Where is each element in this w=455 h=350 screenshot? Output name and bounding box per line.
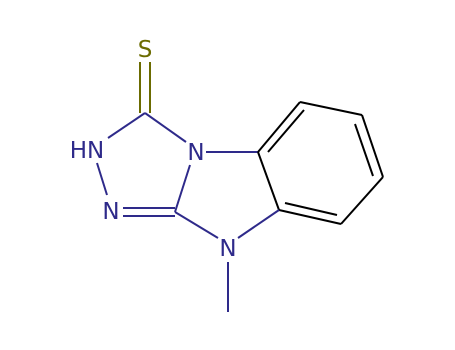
- bond-nh-n: [96, 162, 108, 196]
- atom-label-n-methyl: N: [219, 236, 236, 262]
- bond-c4a-c5: [257, 101, 301, 153]
- bond-c5-c6: [299, 101, 363, 116]
- atom-label-n-bridge: N: [187, 140, 204, 166]
- bond-c8-c8a: [278, 209, 342, 225]
- bond-c7-c8: [340, 176, 384, 225]
- bond-c3-n4: [144, 112, 187, 143]
- bond-c4a-c5-inner: [267, 109, 305, 153]
- bond-c8a-c4a: [257, 151, 280, 211]
- atom-label-sulfur: S: [138, 37, 153, 63]
- bond-c9a-n4: [174, 164, 191, 213]
- bond-c8-c8a-inner: [284, 202, 338, 216]
- bond-c6-c7: [361, 114, 384, 178]
- bond-c6-c7-inner: [354, 123, 374, 177]
- atom-label-n-imine: N: [102, 199, 119, 225]
- bond-c8a-n9: [237, 209, 280, 239]
- atom-label-nh: HN: [70, 138, 105, 164]
- bond-c3-nh: [107, 112, 146, 139]
- bond-c9a-n9: [174, 211, 219, 239]
